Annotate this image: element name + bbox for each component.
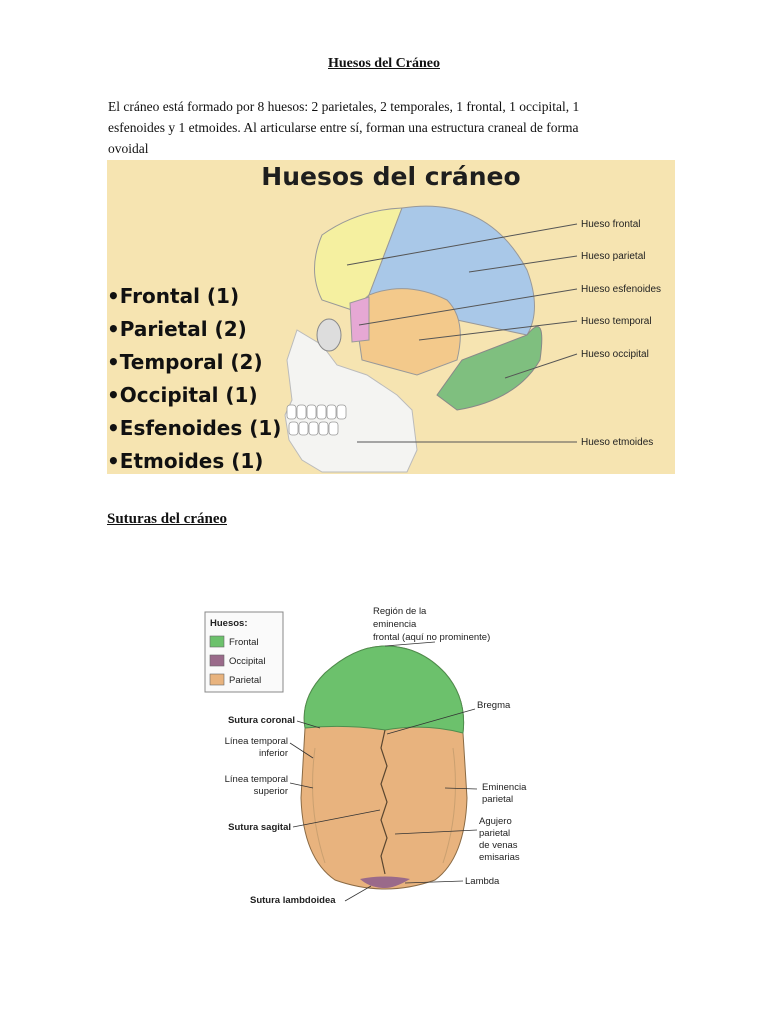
sagittal-suture-line — [380, 729, 388, 875]
label-agujero-parietal-2: parietal — [479, 828, 510, 839]
label-hueso-occipital: Hueso occipital — [581, 349, 649, 360]
label-eminencia-parietal-2: parietal — [482, 794, 513, 805]
bone-count-list: •Frontal (1) •Parietal (2) •Temporal (2)… — [107, 280, 281, 474]
label-eminencia-parietal: Eminencia — [482, 782, 527, 793]
figure1-title: Huesos del cráneo — [261, 162, 521, 191]
skull-bones-figure: Hueso frontal Hueso parietal Hueso esfen… — [107, 160, 675, 474]
bone-list-item: •Temporal (2) — [107, 350, 263, 374]
label-hueso-temporal: Hueso temporal — [581, 316, 652, 327]
label-agujero-parietal: Agujero — [479, 816, 512, 827]
temporal-line-right — [442, 747, 456, 864]
label-sutura-sagital: Sutura sagital — [228, 822, 291, 833]
bone-list-item: •Etmoides (1) — [107, 449, 264, 473]
leader-lines — [346, 223, 578, 443]
orbit-shape — [316, 318, 342, 352]
legend-label-occipital: Occipital — [229, 656, 265, 667]
legend-swatch-frontal — [209, 635, 225, 648]
label-region-eminencia: Región de la — [373, 606, 427, 617]
intro-line: esfenoides y 1 etmoides. Al articularse … — [108, 120, 579, 135]
teeth-shape — [286, 404, 347, 436]
legend-title: Huesos: — [210, 618, 247, 629]
bone-list-item: •Esfenoides (1) — [107, 416, 282, 440]
label-lambda: Lambda — [465, 876, 500, 887]
label-linea-temporal-superior: Línea temporal — [225, 774, 288, 785]
document-title: Huesos del Cráneo — [328, 56, 440, 71]
occipital-bone-shape — [436, 326, 543, 411]
label-linea-temporal-inferior-2: inferior — [259, 748, 288, 759]
frontal-region-shape — [303, 645, 465, 734]
section-title-suturas: Suturas del cráneo — [107, 511, 227, 527]
bone-list-item: •Occipital (1) — [107, 383, 258, 407]
legend-label-parietal: Parietal — [229, 675, 261, 686]
label-agujero-parietal-3: de venas — [479, 840, 518, 851]
leader-lines-sutures — [289, 641, 478, 902]
bone-list-item: •Parietal (2) — [107, 317, 247, 341]
label-agujero-parietal-4: emisarias — [479, 852, 520, 863]
intro-paragraph: El cráneo está formado por 8 huesos: 2 p… — [108, 96, 648, 159]
legend-label-frontal: Frontal — [229, 637, 259, 648]
label-region-eminencia-3: frontal (aquí no prominente) — [373, 632, 490, 643]
lateral-skull-illustration: Hueso frontal Hueso parietal Hueso esfen… — [284, 205, 661, 473]
label-linea-temporal-inferior: Línea temporal — [225, 736, 288, 747]
legend-swatch-occipital — [209, 654, 225, 667]
label-linea-temporal-superior-2: superior — [254, 786, 288, 797]
label-region-eminencia-2: eminencia — [373, 619, 417, 630]
label-hueso-frontal: Hueso frontal — [581, 219, 640, 230]
occipital-region-shape — [360, 876, 410, 888]
sphenoid-bone-shape — [349, 296, 370, 343]
legend-swatch-parietal — [209, 673, 225, 686]
label-sutura-lambdoidea: Sutura lambdoidea — [250, 895, 336, 906]
intro-line: ovoidal — [108, 141, 149, 156]
bone-list-item: •Frontal (1) — [107, 284, 240, 308]
temporal-line-left — [312, 747, 326, 864]
label-hueso-esfenoides: Hueso esfenoides — [581, 284, 661, 295]
intro-line: El cráneo está formado por 8 huesos: 2 p… — [108, 99, 580, 114]
label-hueso-parietal: Hueso parietal — [581, 251, 645, 262]
temporal-bone-shape — [356, 288, 461, 376]
label-sutura-coronal: Sutura coronal — [228, 715, 295, 726]
label-hueso-etmoides: Hueso etmoides — [581, 437, 653, 448]
skull-sutures-figure: Huesos: Frontal Occipital Parietal Sutur… — [204, 606, 527, 906]
label-bregma: Bregma — [477, 700, 511, 711]
